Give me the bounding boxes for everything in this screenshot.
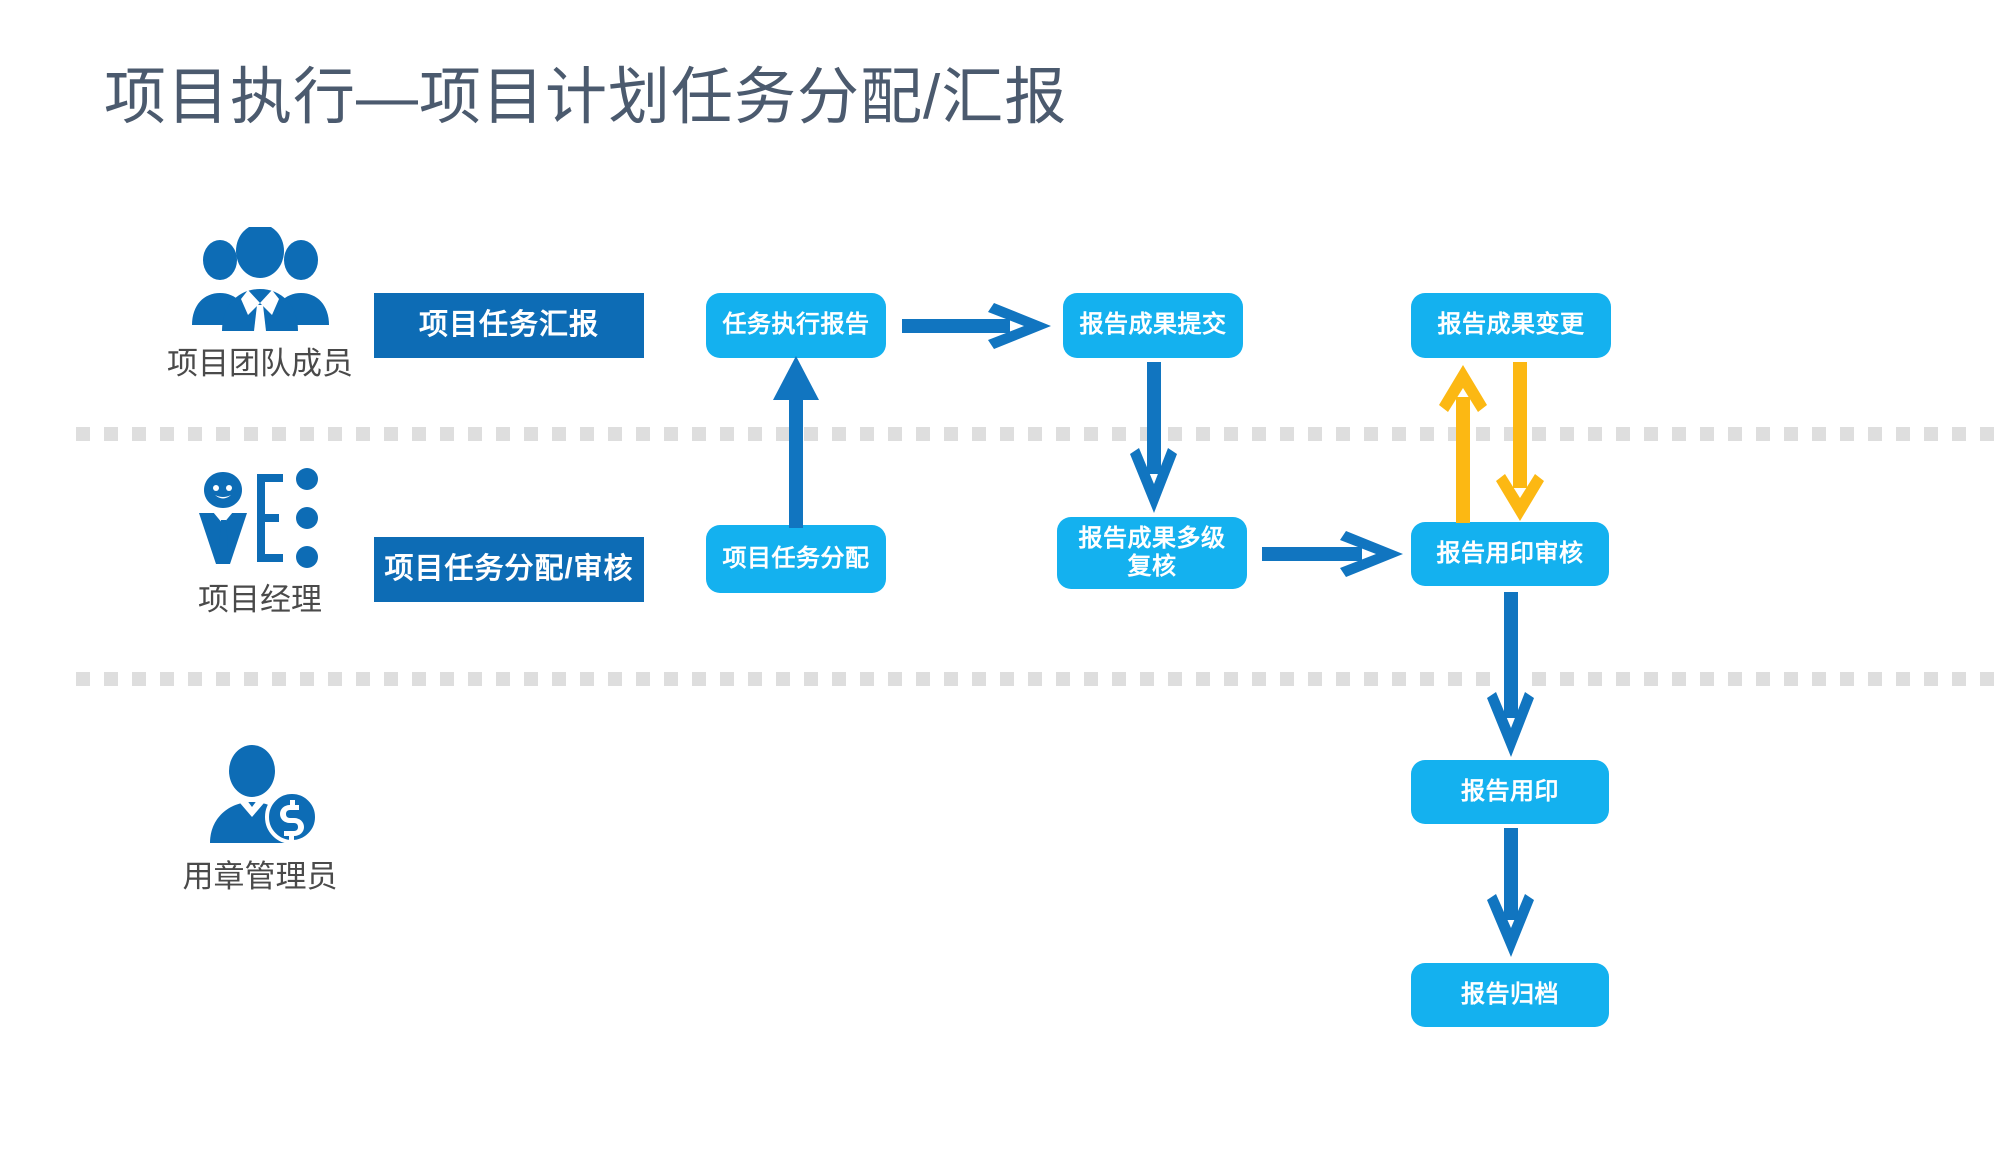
node-multilevel-review[interactable]: 报告成果多级复核 [1057, 517, 1247, 589]
role-project-manager: 项目经理 [145, 458, 375, 619]
role-project-team: 项目团队成员 [145, 222, 375, 383]
role-label-project-team: 项目团队成员 [167, 346, 353, 381]
page-title: 项目执行—项目计划任务分配/汇报 [104, 63, 1068, 132]
role-seal-admin: 用章管理员 [145, 735, 375, 896]
phase-label-task-report: 项目任务汇报 [374, 293, 644, 358]
node-task-execution-report[interactable]: 任务执行报告 [706, 293, 886, 358]
node-task-assign[interactable]: 项目任务分配 [706, 525, 886, 593]
node-seal-review[interactable]: 报告用印审核 [1411, 522, 1609, 586]
connector-sealreview-to-sealapply [1487, 592, 1535, 758]
connector-sealreview-to-change [1439, 365, 1487, 523]
connector-assign-to-report [772, 356, 820, 528]
seal-admin-icon [145, 735, 375, 845]
node-seal-apply[interactable]: 报告用印 [1411, 760, 1609, 824]
lane-divider-2 [76, 672, 1996, 686]
team-group-icon [145, 222, 375, 332]
lane-divider-1 [76, 427, 1996, 441]
connector-review-to-sealreview [1262, 530, 1404, 578]
node-result-submit[interactable]: 报告成果提交 [1063, 293, 1243, 358]
manager-person-icon [145, 458, 375, 568]
connector-submit-to-review [1130, 362, 1178, 514]
node-result-change[interactable]: 报告成果变更 [1411, 293, 1611, 358]
node-archive[interactable]: 报告归档 [1411, 963, 1609, 1027]
role-label-project-manager: 项目经理 [198, 582, 322, 617]
connector-change-to-sealreview [1496, 362, 1544, 522]
connector-report-to-submit [902, 302, 1052, 350]
phase-label-task-assign-review: 项目任务分配/审核 [374, 537, 644, 602]
role-label-seal-admin: 用章管理员 [182, 859, 338, 894]
connector-sealapply-to-archive [1487, 828, 1535, 958]
